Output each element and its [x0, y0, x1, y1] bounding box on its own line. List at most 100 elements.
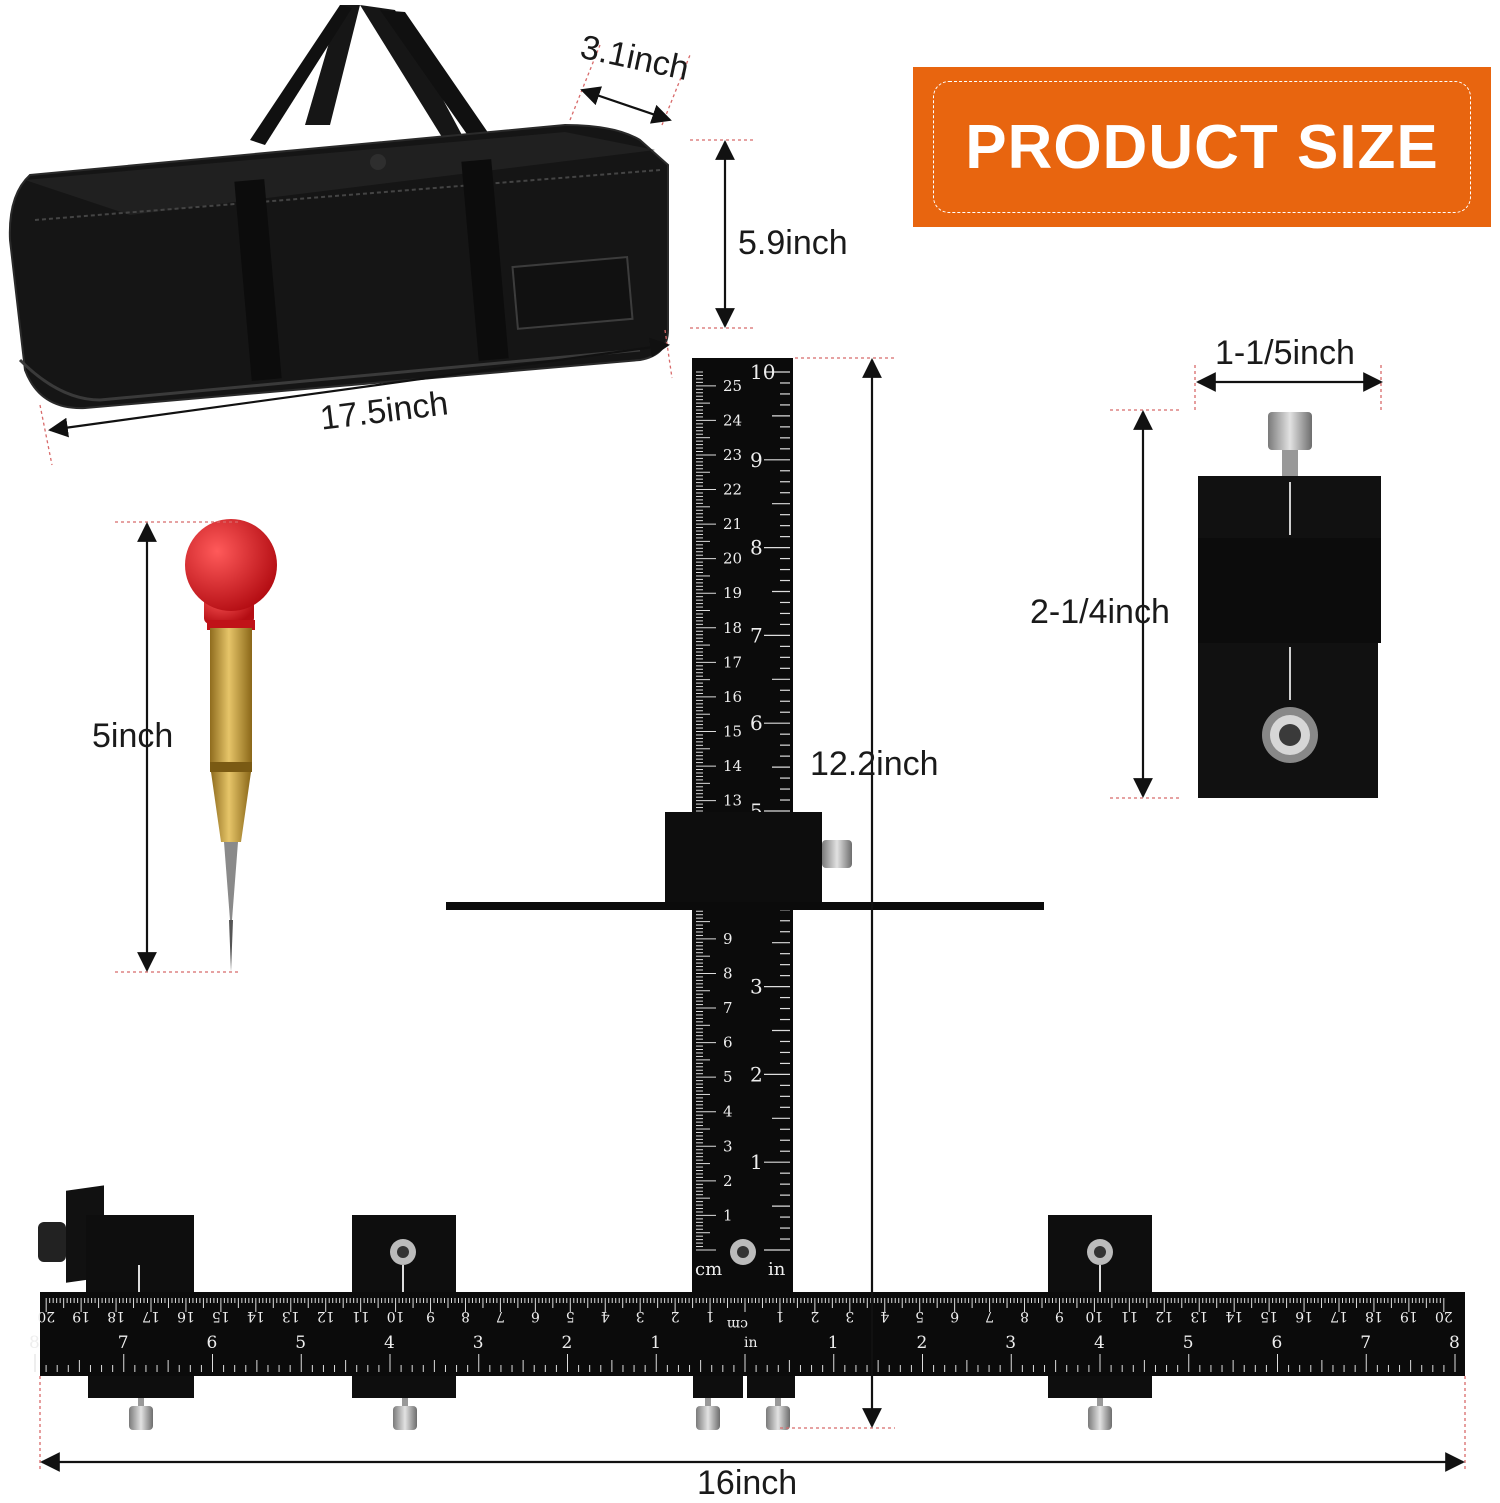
ruler-length-label: 16inch — [697, 1464, 798, 1502]
bag-height-label: 5.9inch — [738, 224, 848, 262]
vertical-ruler-cm-number: 23 — [723, 446, 742, 464]
horizontal-ruler-cm-number: 9 — [426, 1308, 435, 1324]
horizontal-ruler-inch-number: 8 — [1449, 1333, 1460, 1353]
vertical-ruler-inch-number: 9 — [750, 448, 763, 472]
horizontal-ruler-in-label: in — [744, 1335, 758, 1351]
horizontal-ruler-cm-number: 20 — [37, 1308, 55, 1324]
horizontal-ruler-inch-number: 1 — [650, 1333, 661, 1353]
adjustment-screw-knob — [696, 1406, 720, 1430]
horizontal-ruler-cm-number: 15 — [212, 1308, 230, 1324]
horizontal-ruler-inch-number: 3 — [1005, 1333, 1016, 1353]
adjustment-screw-knob — [393, 1406, 417, 1430]
horizontal-ruler-inch-number: 3 — [473, 1333, 484, 1353]
horizontal-ruler-cm-number: 12 — [317, 1308, 335, 1324]
horizontal-ruler-cm-number: 7 — [496, 1308, 505, 1324]
horizontal-ruler-cm-number: 4 — [880, 1308, 889, 1324]
horizontal-ruler-inch-number: 6 — [207, 1333, 218, 1353]
adjustment-screw-shaft — [1097, 1398, 1103, 1408]
vertical-ruler-cm-number: 17 — [723, 653, 742, 671]
horizontal-ruler-cm-label: cm — [727, 1316, 748, 1332]
horizontal-ruler-cm-number: 16 — [1295, 1308, 1313, 1324]
horizontal-ruler-cm-number: 18 — [107, 1308, 125, 1324]
horizontal-ruler-cm-number: 18 — [1365, 1308, 1383, 1324]
vertical-ruler-cm-number: 15 — [723, 722, 742, 740]
horizontal-ruler-cm-number: 3 — [845, 1308, 854, 1324]
horizontal-ruler-cm-number: 19 — [72, 1308, 90, 1324]
badge-dashed-frame: PRODUCT SIZE — [933, 81, 1471, 213]
horizontal-ruler-cm-number: 3 — [636, 1308, 645, 1324]
vertical-ruler-inch-number: 7 — [750, 623, 763, 647]
horizontal-ruler-cm-number: 13 — [1190, 1308, 1208, 1324]
adjustment-screw-knob — [766, 1406, 790, 1430]
horizontal-ruler-cm-number: 8 — [461, 1308, 470, 1324]
vertical-ruler-cm-number: 18 — [723, 619, 742, 637]
ruler-height-label: 12.2inch — [810, 745, 939, 783]
adjustment-screw-shaft — [705, 1398, 711, 1408]
horizontal-ruler-inch-number: 2 — [562, 1333, 573, 1353]
block-height-label: 2-1/4inch — [1030, 593, 1170, 631]
horizontal-ruler-cm-number: 7 — [985, 1308, 994, 1324]
punch-length-label: 5inch — [92, 717, 174, 755]
horizontal-ruler-inch-number: 5 — [1183, 1333, 1194, 1353]
vertical-ruler-cm-number: 13 — [723, 792, 742, 810]
horizontal-ruler-cm-number: 15 — [1260, 1308, 1278, 1324]
vertical-ruler-inch-number: 1 — [750, 1150, 763, 1174]
vertical-ruler-inch-number: 10 — [750, 360, 775, 384]
horizontal-ruler-cm-number: 14 — [247, 1308, 265, 1324]
vertical-ruler-inch-number: 6 — [750, 711, 763, 735]
horizontal-ruler-inch-number: 4 — [384, 1333, 395, 1353]
center-punch — [185, 519, 277, 972]
horizontal-ruler-cm-number: 8 — [1020, 1308, 1029, 1324]
adjustment-screw-shaft — [138, 1398, 144, 1408]
vertical-ruler-cm-number: 21 — [723, 515, 742, 533]
vertical-ruler-cm-number: 6 — [723, 1034, 733, 1052]
vertical-ruler-cm-number: 9 — [723, 930, 733, 948]
horizontal-ruler-cm-number: 16 — [177, 1308, 195, 1324]
vertical-ruler-in-label: in — [768, 1259, 786, 1280]
vertical-ruler: 1234567891012345678913141516171819202122… — [446, 358, 1044, 1293]
horizontal-ruler-cm-number: 5 — [915, 1308, 924, 1324]
horizontal-ruler-cm-number: 2 — [810, 1308, 819, 1324]
carry-bag — [8, 5, 669, 410]
vertical-ruler-inch-number: 3 — [750, 975, 763, 999]
horizontal-ruler-cm-number: 17 — [1330, 1308, 1348, 1324]
horizontal-ruler-cm-number: 19 — [1400, 1308, 1418, 1324]
horizontal-ruler-inch-number: 4 — [1094, 1333, 1105, 1353]
horizontal-ruler-cm-number: 14 — [1225, 1308, 1243, 1324]
vertical-ruler-cm-number: 2 — [723, 1172, 733, 1190]
horizontal-ruler-cm-number: 17 — [142, 1308, 160, 1324]
badge-title: PRODUCT SIZE — [965, 112, 1439, 182]
adjustment-screw-knob — [1088, 1406, 1112, 1430]
vertical-ruler-cm-number: 20 — [723, 550, 742, 568]
horizontal-ruler-cm-number: 5 — [566, 1308, 575, 1324]
vertical-ruler-cm-number: 4 — [723, 1103, 733, 1121]
vertical-ruler-cm-number: 16 — [723, 688, 742, 706]
horizontal-ruler-jig: 1234567812345678910111213141516171819201… — [29, 1185, 1465, 1430]
horizontal-ruler-cm-number: 6 — [531, 1308, 540, 1324]
vertical-ruler-cm-number: 22 — [723, 481, 742, 499]
horizontal-ruler-cm-number: 4 — [601, 1308, 610, 1324]
block-width-label: 1-1/5inch — [1215, 334, 1355, 372]
vertical-ruler-cm-number: 14 — [723, 757, 742, 775]
horizontal-ruler-cm-number: 20 — [1435, 1308, 1453, 1324]
vertical-ruler-inch-number: 2 — [750, 1062, 763, 1086]
horizontal-ruler-cm-number: 12 — [1155, 1308, 1173, 1324]
vertical-ruler-cm-number: 8 — [723, 964, 733, 982]
horizontal-ruler-inch-number: 7 — [1360, 1333, 1371, 1353]
vertical-ruler-cm-number: 1 — [723, 1206, 733, 1224]
horizontal-ruler-inch-number: 6 — [1272, 1333, 1283, 1353]
vertical-ruler-inch-number: 8 — [750, 536, 763, 560]
stop-block — [1198, 412, 1381, 798]
horizontal-ruler-cm-number: 6 — [950, 1308, 959, 1324]
vertical-ruler-cm-number: 24 — [723, 411, 742, 429]
horizontal-ruler-cm-number: 2 — [671, 1308, 680, 1324]
horizontal-ruler-inch-number: 8 — [29, 1333, 40, 1353]
horizontal-ruler-cm-number: 13 — [282, 1308, 300, 1324]
horizontal-ruler-cm-number: 11 — [352, 1308, 370, 1324]
dimension-arrows — [40, 86, 1465, 1472]
horizontal-ruler-inch-number: 1 — [828, 1333, 839, 1353]
horizontal-ruler-cm-number: 9 — [1055, 1308, 1064, 1324]
vertical-ruler-cm-number: 3 — [723, 1137, 733, 1155]
